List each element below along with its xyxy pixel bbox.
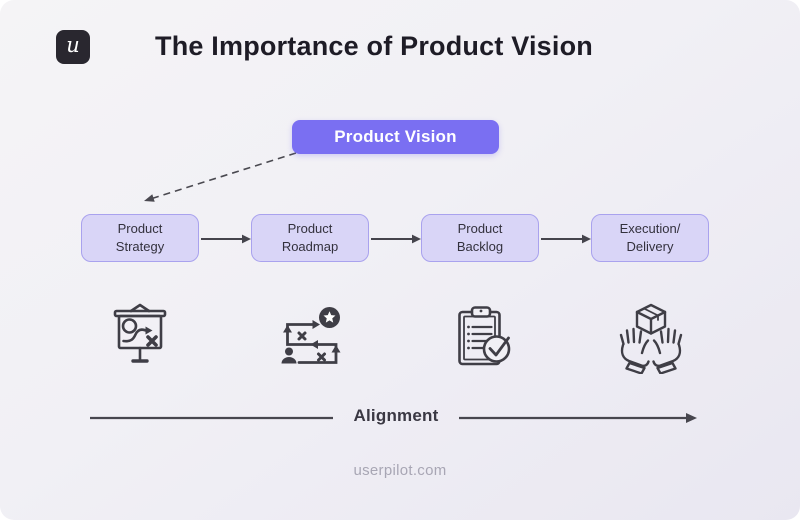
right-hand: [652, 327, 683, 374]
roadmap-path-star-icon: [281, 307, 341, 364]
stage-box-execution-delivery: Execution/ Delivery: [591, 214, 709, 262]
logo-letter: u: [66, 33, 80, 57]
stage-label: Delivery: [626, 239, 674, 254]
stage-label: Product: [117, 221, 163, 237]
product-vision-box: Product Vision: [292, 120, 499, 154]
stage-label: Backlog: [456, 239, 504, 254]
delivery-hands-box-icon: [619, 303, 683, 374]
stage-box-product-roadmap: Product Roadmap: [251, 214, 369, 262]
left-hand: [619, 327, 650, 374]
stage-label: Strategy: [115, 239, 165, 254]
alignment-label: Alignment: [353, 406, 439, 425]
page-title: The Importance of Product Vision: [155, 31, 593, 61]
product-vision-label: Product Vision: [334, 127, 457, 146]
backlog-clipboard-check-icon: [458, 306, 511, 366]
strategy-presentation-board-icon: [113, 303, 167, 363]
stage-box-product-backlog: Product Backlog: [421, 214, 539, 262]
userpilot-logo: u: [56, 30, 90, 64]
stage-label: Product: [287, 221, 333, 237]
stage-box-product-strategy: Product Strategy: [81, 214, 199, 262]
stage-label: Roadmap: [281, 239, 339, 254]
stage-label: Execution/: [619, 221, 681, 237]
footer-site-text: userpilot.com: [353, 462, 447, 479]
stage-label: Product: [457, 221, 503, 237]
